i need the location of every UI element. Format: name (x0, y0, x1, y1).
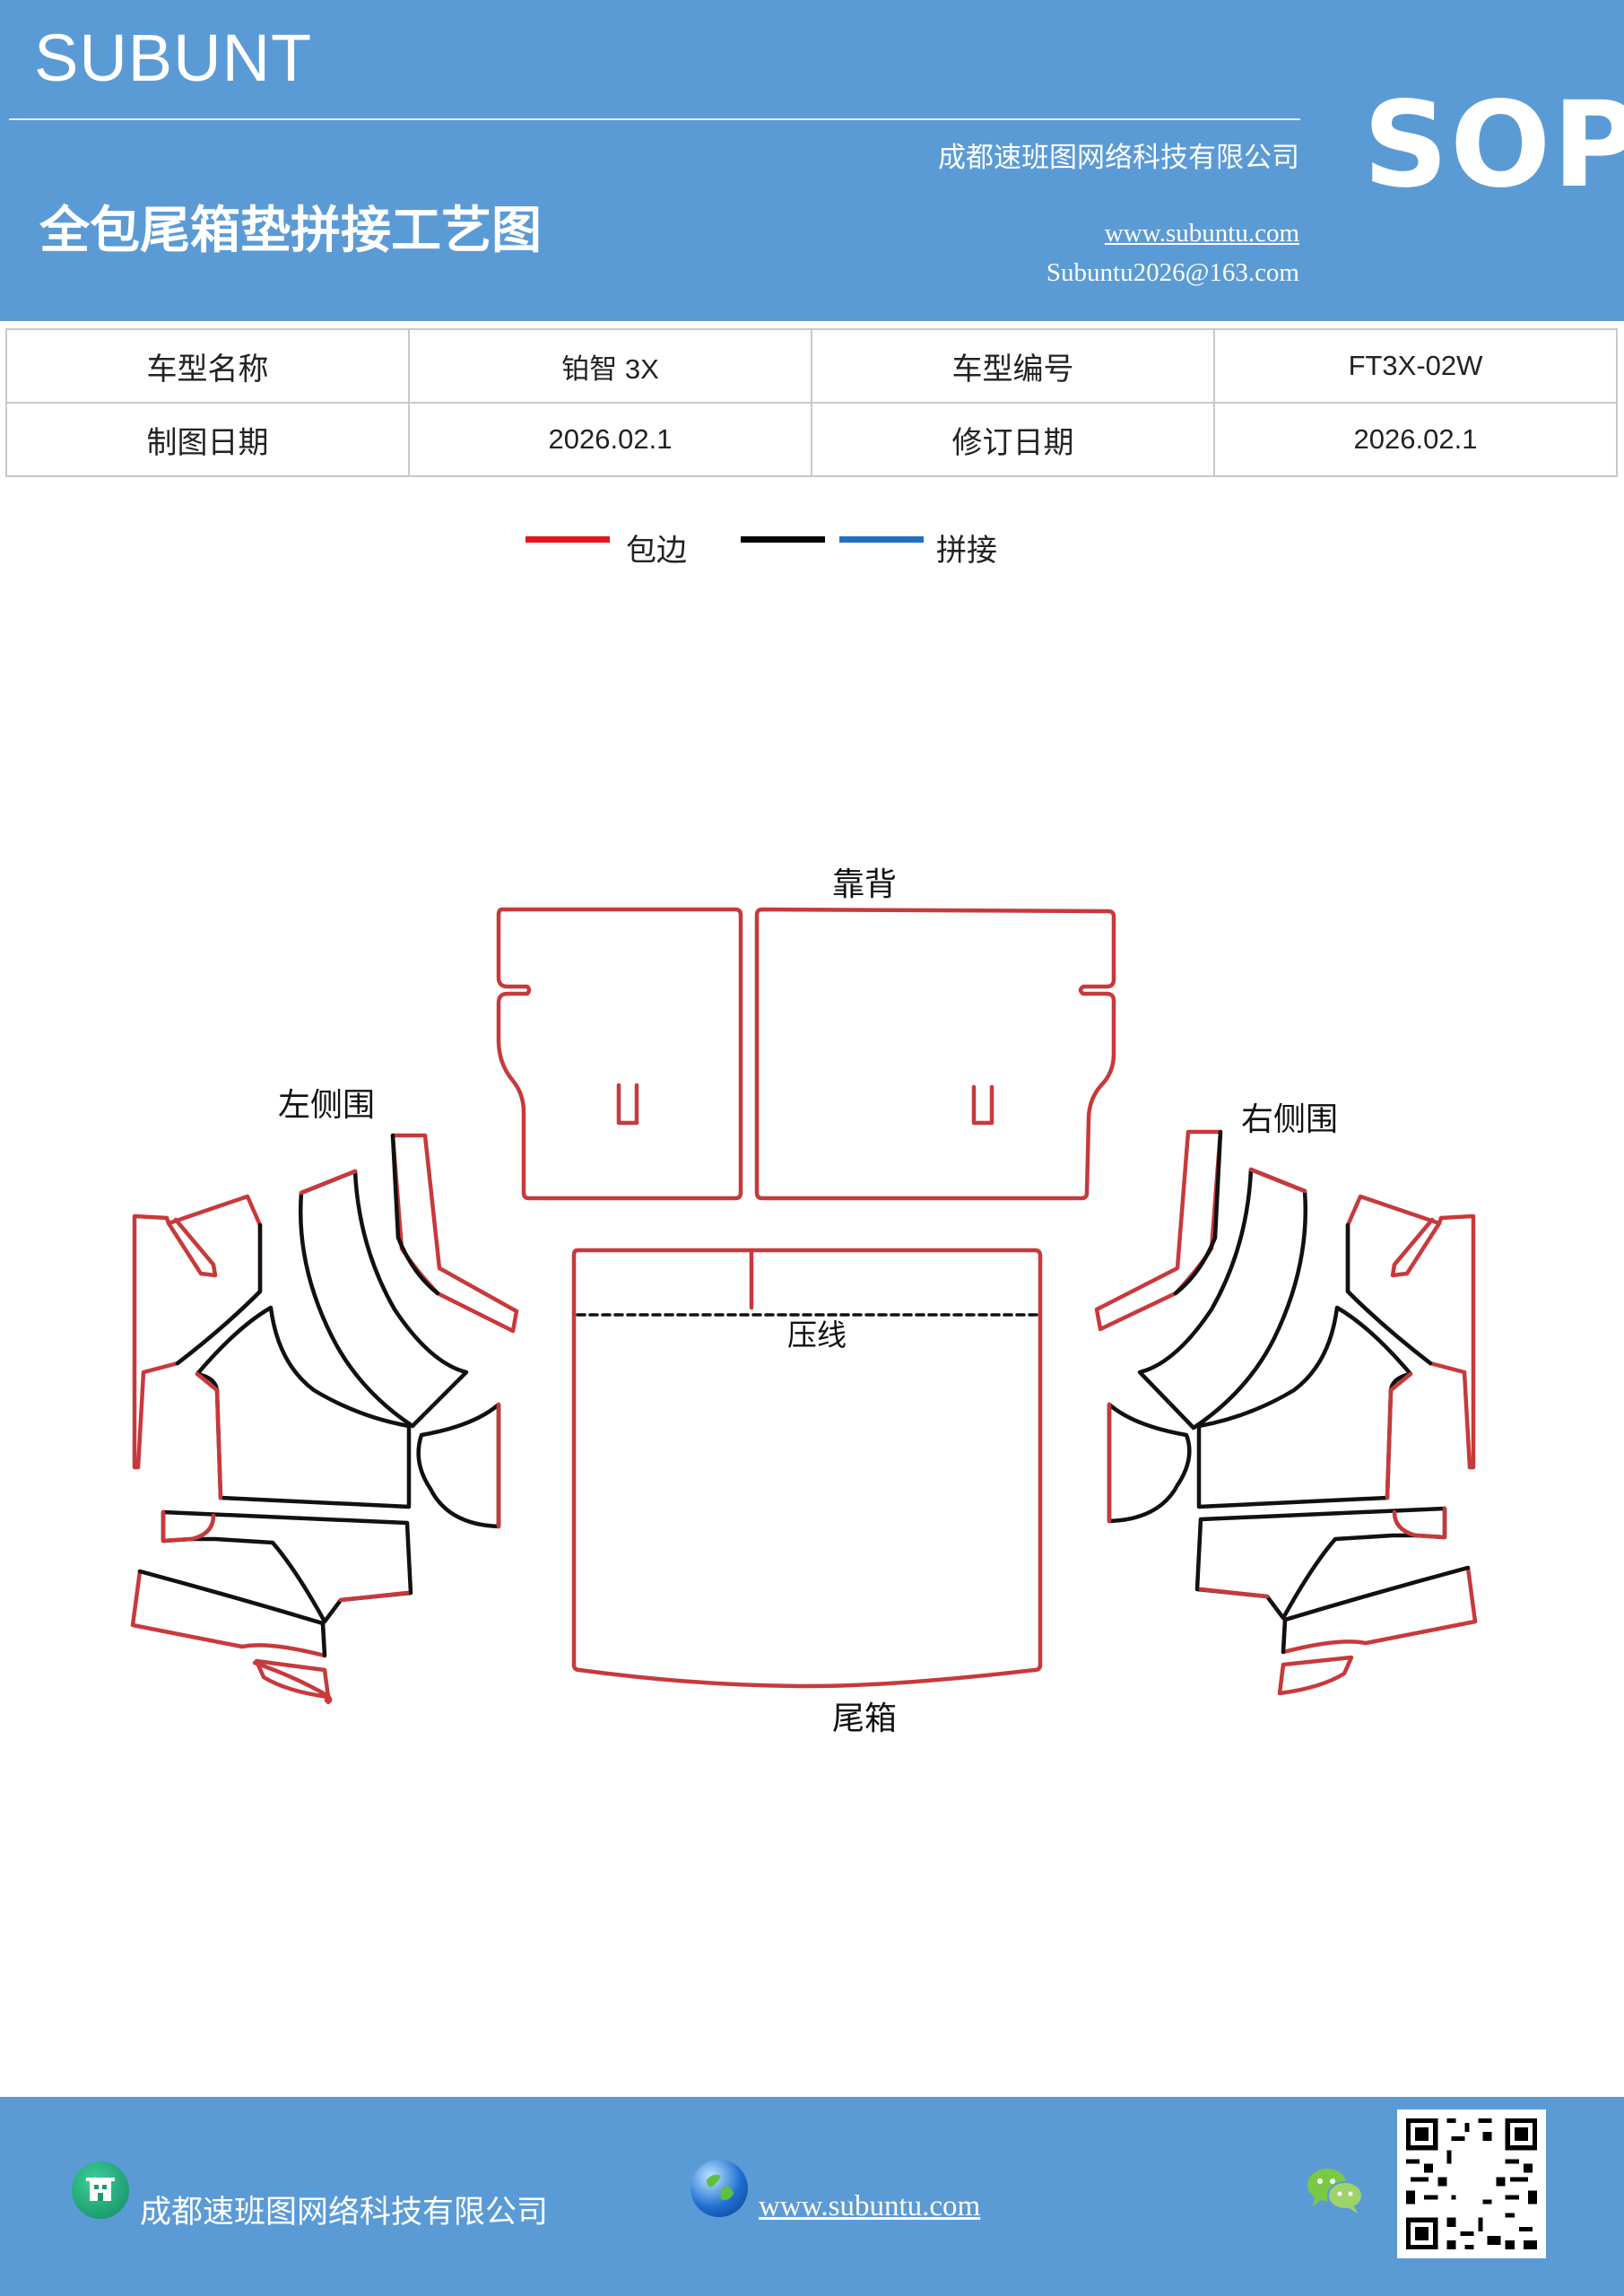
press-line-label: 压线 (787, 1318, 847, 1352)
right-side-group (1094, 1129, 1478, 1696)
right-middle-panel (1196, 1305, 1413, 1509)
right-wheel-arch-upper (1137, 1167, 1308, 1431)
left-bottom-seam (137, 1569, 327, 1658)
right-corner-panel (1107, 1402, 1192, 1524)
backrest-label: 靠背 (832, 866, 897, 903)
left-side-label: 左侧围 (278, 1087, 375, 1124)
left-strip-top-seam (390, 1133, 440, 1296)
right-lower-edge2 (1198, 1587, 1270, 1599)
footer-website-link[interactable]: www.subuntu.com (759, 2190, 981, 2222)
backrest-left-panel (496, 907, 743, 1201)
footer-banner: 成都速班图网络科技有限公司 www.subuntu.com (0, 2097, 1624, 2296)
table-row: 制图日期 2026.02.1 修订日期 2026.02.1 (5, 402, 1618, 477)
left-strip-top (390, 1133, 519, 1334)
left-middle-panel (195, 1305, 412, 1509)
left-outer-top-seam (175, 1222, 263, 1366)
right-strip-top (1094, 1129, 1223, 1332)
document-title: 全包尾箱垫拼接工艺图 (39, 201, 542, 260)
qr-code (1397, 2109, 1546, 2258)
left-wheel-arch-upper (298, 1169, 469, 1429)
right-strip-top-seam (1173, 1129, 1223, 1296)
table-row: 车型名称 铂智 3X 车型编号 FT3X-02W (5, 328, 1618, 404)
left-tail-piece (252, 1658, 333, 1705)
left-lower-edge (161, 1509, 216, 1544)
header-banner: SUBUNT 成都速班图网络科技有限公司 全包尾箱垫拼接工艺图 www.subu… (0, 0, 1624, 321)
left-middle-edge (195, 1371, 223, 1500)
right-side-label: 右侧围 (1241, 1101, 1338, 1138)
wechat-icon[interactable] (1304, 2163, 1367, 2217)
header-divider (9, 118, 1300, 120)
drawing-date-value: 2026.02.1 (408, 402, 812, 477)
trunk-label: 尾箱 (832, 1700, 897, 1737)
right-outer-top (1345, 1194, 1476, 1470)
header-email[interactable]: Subuntu2026@163.com (1046, 258, 1299, 287)
left-wheel-arch-upper-edge (299, 1169, 358, 1196)
left-lower-panel (161, 1509, 413, 1624)
right-outer-top-seam (1345, 1222, 1433, 1366)
model-name-label: 车型名称 (5, 328, 410, 404)
globe-icon (690, 2160, 748, 2217)
right-bottom-seam (1281, 1565, 1471, 1655)
model-code-label: 车型编号 (811, 328, 1215, 404)
trunk-floor-panel (571, 1248, 1043, 1689)
backrest-right-slot (971, 1084, 994, 1126)
revision-date-value: 2026.02.1 (1213, 402, 1618, 477)
building-icon (72, 2161, 129, 2219)
model-code-value: FT3X-02W (1213, 328, 1618, 404)
left-lower-edge2 (338, 1590, 410, 1603)
backrest-right-panel (754, 907, 1116, 1201)
brand-name: SUBUNT (34, 21, 313, 95)
header-company: 成都速班图网络科技有限公司 (938, 142, 1299, 174)
sop-badge: SOP (1363, 76, 1624, 214)
right-tail-piece (1277, 1655, 1354, 1696)
left-outer-hook (166, 1217, 218, 1278)
revision-date-label: 修订日期 (811, 402, 1215, 477)
left-outer-top (132, 1194, 263, 1470)
right-outer-hook (1390, 1217, 1442, 1278)
left-corner-panel (416, 1402, 501, 1529)
right-lower-edge (1392, 1506, 1447, 1540)
drawing-date-label: 制图日期 (5, 402, 410, 477)
right-wheel-arch-upper-edge (1248, 1167, 1307, 1194)
footer-company: 成都速班图网络科技有限公司 (140, 2195, 549, 2231)
right-lower-panel (1194, 1506, 1447, 1621)
backrest-left-slot (616, 1083, 639, 1126)
model-name-value: 铂智 3X (408, 328, 812, 404)
header-website-link[interactable]: www.subuntu.com (1104, 219, 1299, 248)
right-middle-edge (1385, 1371, 1413, 1500)
vehicle-info-table: 车型名称 铂智 3X 车型编号 FT3X-02W 制图日期 2026.02.1 … (5, 328, 1618, 477)
